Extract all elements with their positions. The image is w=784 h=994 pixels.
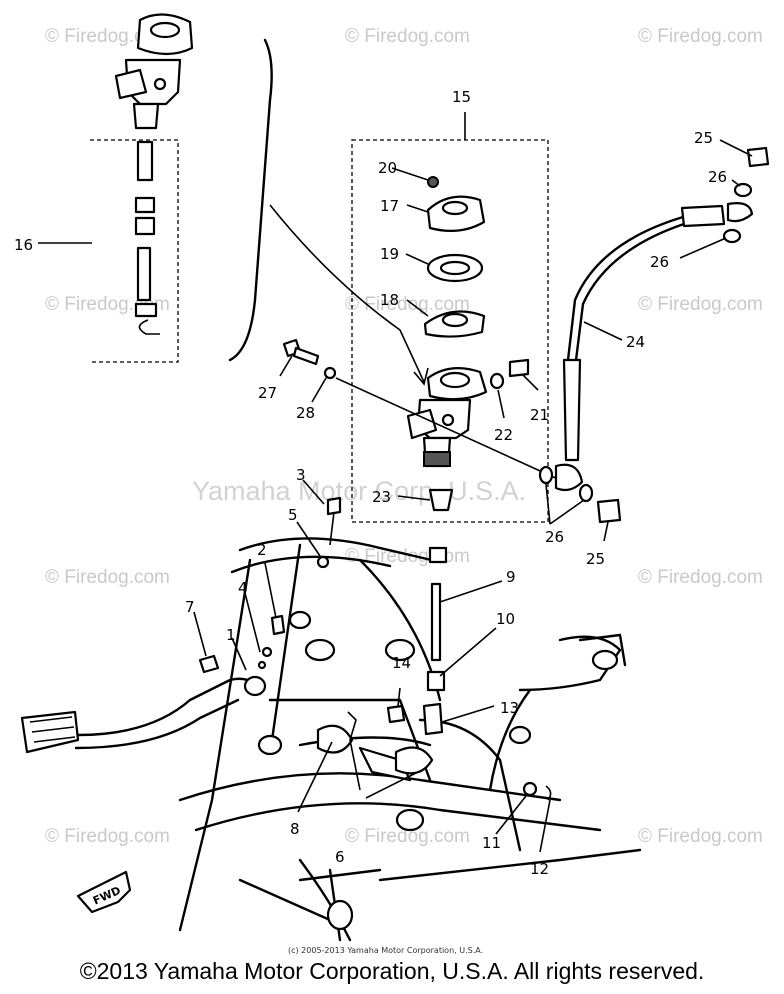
callout-24: 24 (626, 333, 645, 351)
callout-9: 9 (506, 568, 516, 586)
callout-16: 16 (14, 236, 33, 254)
fwd-arrow: FWD (76, 870, 132, 914)
callout-26-bottom: 26 (545, 528, 564, 546)
callout-7: 7 (185, 598, 195, 616)
callout-21: 21 (530, 406, 549, 424)
callout-6: 6 (335, 848, 345, 866)
watermark: © Firedog.com (45, 567, 170, 588)
callout-3: 3 (296, 466, 306, 484)
callout-15: 15 (452, 88, 471, 106)
callout-19: 19 (380, 245, 399, 263)
watermark: © Firedog.com (638, 826, 763, 847)
callout-10: 10 (496, 610, 515, 628)
master-cylinder-inset (90, 13, 273, 363)
callout-18: 18 (380, 291, 399, 309)
callout-2: 2 (257, 541, 267, 559)
watermark: © Firedog.com (345, 826, 470, 847)
watermark: © Firedog.com (345, 294, 470, 315)
callout-22: 22 (494, 426, 513, 444)
master-cylinder (406, 367, 488, 468)
copyright-footer: ©2013 Yamaha Motor Corporation, U.S.A. A… (79, 958, 705, 984)
watermark: © Firedog.com (638, 294, 763, 315)
callout-5: 5 (288, 506, 298, 524)
leader-lines (38, 139, 753, 853)
callout-23: 23 (372, 488, 391, 506)
callout-labels: 1 2 3 4 5 6 7 8 9 10 11 12 13 14 15 16 1… (14, 88, 727, 878)
frame-drawing (178, 537, 642, 942)
watermark: © Firedog.com (45, 826, 170, 847)
watermark: © Firedog.com (638, 26, 763, 47)
callout-20: 20 (378, 159, 397, 177)
hardware-parts (198, 338, 561, 801)
watermark-center: Yamaha Motor Corp, U.S.A. (192, 476, 526, 506)
callout-25-bottom: 25 (586, 550, 605, 568)
callout-4: 4 (238, 579, 248, 597)
brake-hose (538, 146, 770, 524)
callout-28: 28 (296, 404, 315, 422)
callout-8: 8 (290, 820, 300, 838)
fine-print: (c) 2005-2013 Yamaha Motor Corporation, … (288, 946, 483, 955)
callout-26-top: 26 (708, 168, 727, 186)
callout-1: 1 (226, 626, 236, 644)
callout-27: 27 (258, 384, 277, 402)
callout-13: 13 (500, 699, 519, 717)
watermark: © Firedog.com (345, 26, 470, 47)
callout-17: 17 (380, 197, 399, 215)
brake-pedal (20, 675, 267, 754)
callout-14: 14 (392, 654, 411, 672)
callout-11: 11 (482, 834, 501, 852)
callout-12: 12 (530, 860, 549, 878)
watermark: © Firedog.com (638, 567, 763, 588)
reservoir-parts (269, 112, 549, 523)
callout-26-mid: 26 (650, 253, 669, 271)
callout-25-top: 25 (694, 129, 713, 147)
